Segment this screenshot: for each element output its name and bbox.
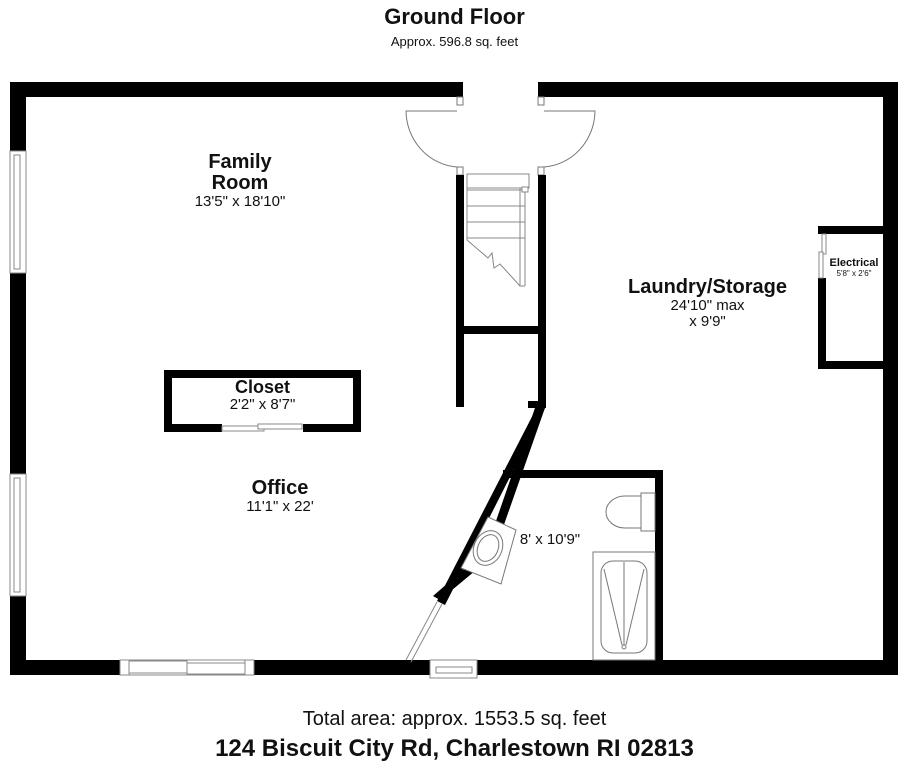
- room-label-office: Office 11'1" x 22': [220, 478, 340, 515]
- bathroom-walls: [503, 470, 663, 665]
- room-dimensions: 24'10" max: [670, 297, 745, 314]
- floor-title: Ground Floor: [384, 4, 525, 29]
- room-label-bathroom: 8' x 10'9": [505, 532, 595, 548]
- room-dimensions: 11'1" x 22': [246, 498, 314, 515]
- property-address: 124 Biscuit City Rd, Charlestown RI 0281…: [215, 735, 694, 762]
- angled-door: [405, 601, 443, 663]
- electrical-door: [818, 233, 827, 279]
- room-name: Laundry/Storage: [628, 276, 787, 298]
- room-label-electrical: Electrical 5'8" x 2'6": [822, 257, 886, 278]
- sink-icon: [460, 516, 517, 585]
- bathtub-icon: [592, 551, 656, 661]
- bottom-window-left: [119, 659, 255, 676]
- closet-sliding-doors: [221, 423, 303, 432]
- stair-walls: [456, 175, 546, 408]
- electrical-walls: [818, 226, 886, 369]
- floor-area: Approx. 596.8 sq. feet: [390, 34, 519, 49]
- room-name: Electrical: [829, 257, 879, 269]
- room-label-closet: Closet 2'2" x 8'7": [172, 378, 353, 413]
- left-window-upper: [9, 150, 27, 274]
- bottom-window-bath: [429, 659, 478, 679]
- room-label-laundry-storage: Laundry/Storage 24'10" max x 9'9": [600, 277, 815, 330]
- room-dimensions: 5'8" x 2'6": [836, 268, 872, 278]
- room-dimensions: 13'5" x 18'10": [194, 193, 286, 210]
- total-area: Total area: approx. 1553.5 sq. feet: [302, 708, 607, 730]
- room-name: Room: [211, 172, 269, 194]
- room-label-family-room: Family Room 13'5" x 18'10": [190, 152, 290, 210]
- room-name: Family: [208, 151, 272, 173]
- room-name: Office: [251, 477, 309, 499]
- room-dimensions: 8' x 10'9": [519, 531, 581, 548]
- closet-walls: [164, 370, 361, 432]
- toilet-icon: [605, 492, 656, 532]
- room-dimensions: x 9'9": [689, 312, 726, 330]
- angled-wall: [433, 405, 546, 605]
- room-dimensions: 2'2" x 8'7": [229, 395, 296, 413]
- left-window-lower: [9, 473, 27, 597]
- room-name: Closet: [234, 377, 290, 397]
- stair-door-swings: [405, 96, 596, 176]
- staircase: [466, 173, 530, 287]
- top-door-opening: [463, 82, 538, 97]
